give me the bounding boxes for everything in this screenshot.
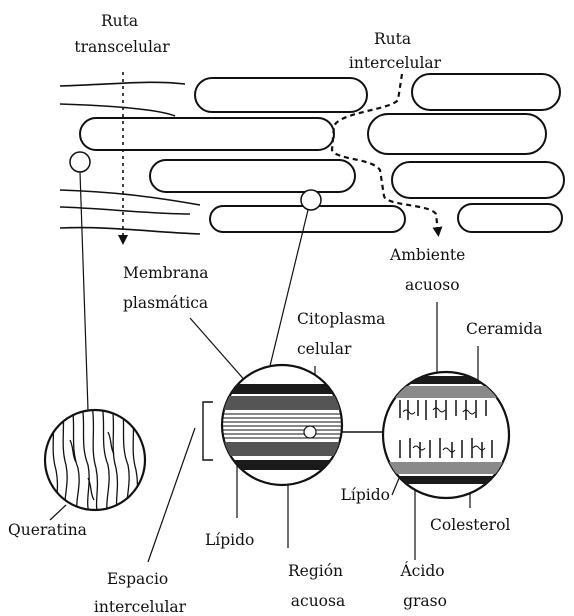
cell-edge	[60, 228, 200, 234]
ceramide-label: Ceramida	[466, 320, 543, 338]
corneocyte	[458, 204, 562, 232]
aqueous-environment-label: Ambiente acuoso	[389, 246, 470, 294]
cholesterol-label: Colesterol	[430, 516, 510, 534]
intercellular-space-label: Espacio intercelular	[94, 570, 187, 616]
corneocyte	[392, 162, 564, 198]
intercellular-route-label: Ruta intercelular	[349, 30, 442, 72]
keratin-magnified-view	[45, 405, 145, 515]
cell-edge	[60, 104, 175, 116]
fatty-acid-label: Ácido graso	[399, 562, 449, 610]
intercellular-lipid-magnified-view	[380, 372, 515, 498]
keratin-label: Queratina	[8, 521, 87, 539]
corneocyte	[150, 160, 355, 192]
corneocyte	[195, 78, 367, 112]
cell-edge	[60, 207, 190, 214]
lipid-right-label: Lípido	[341, 486, 390, 504]
corneocyte	[412, 74, 560, 110]
cell-cytoplasm-label: Citoplasma celular	[297, 310, 390, 358]
corneocyte	[80, 118, 334, 150]
lipid-label: Lípido	[205, 531, 254, 549]
keratin-label-leader	[50, 505, 66, 520]
membrane-sample-marker	[301, 190, 321, 210]
plasma-membrane-label: Membrana plasmática	[123, 264, 213, 312]
cell-edge	[60, 82, 185, 86]
plasma-membrane-magnified-view	[215, 365, 350, 485]
keratin-sample-marker	[70, 152, 90, 172]
bracket	[203, 402, 213, 460]
corneocyte	[368, 114, 546, 154]
transcellular-route-label: Ruta transcelular	[74, 12, 170, 56]
aqueous-region-label: Región acuosa	[288, 562, 348, 610]
intercellular-space-leader	[148, 428, 195, 562]
